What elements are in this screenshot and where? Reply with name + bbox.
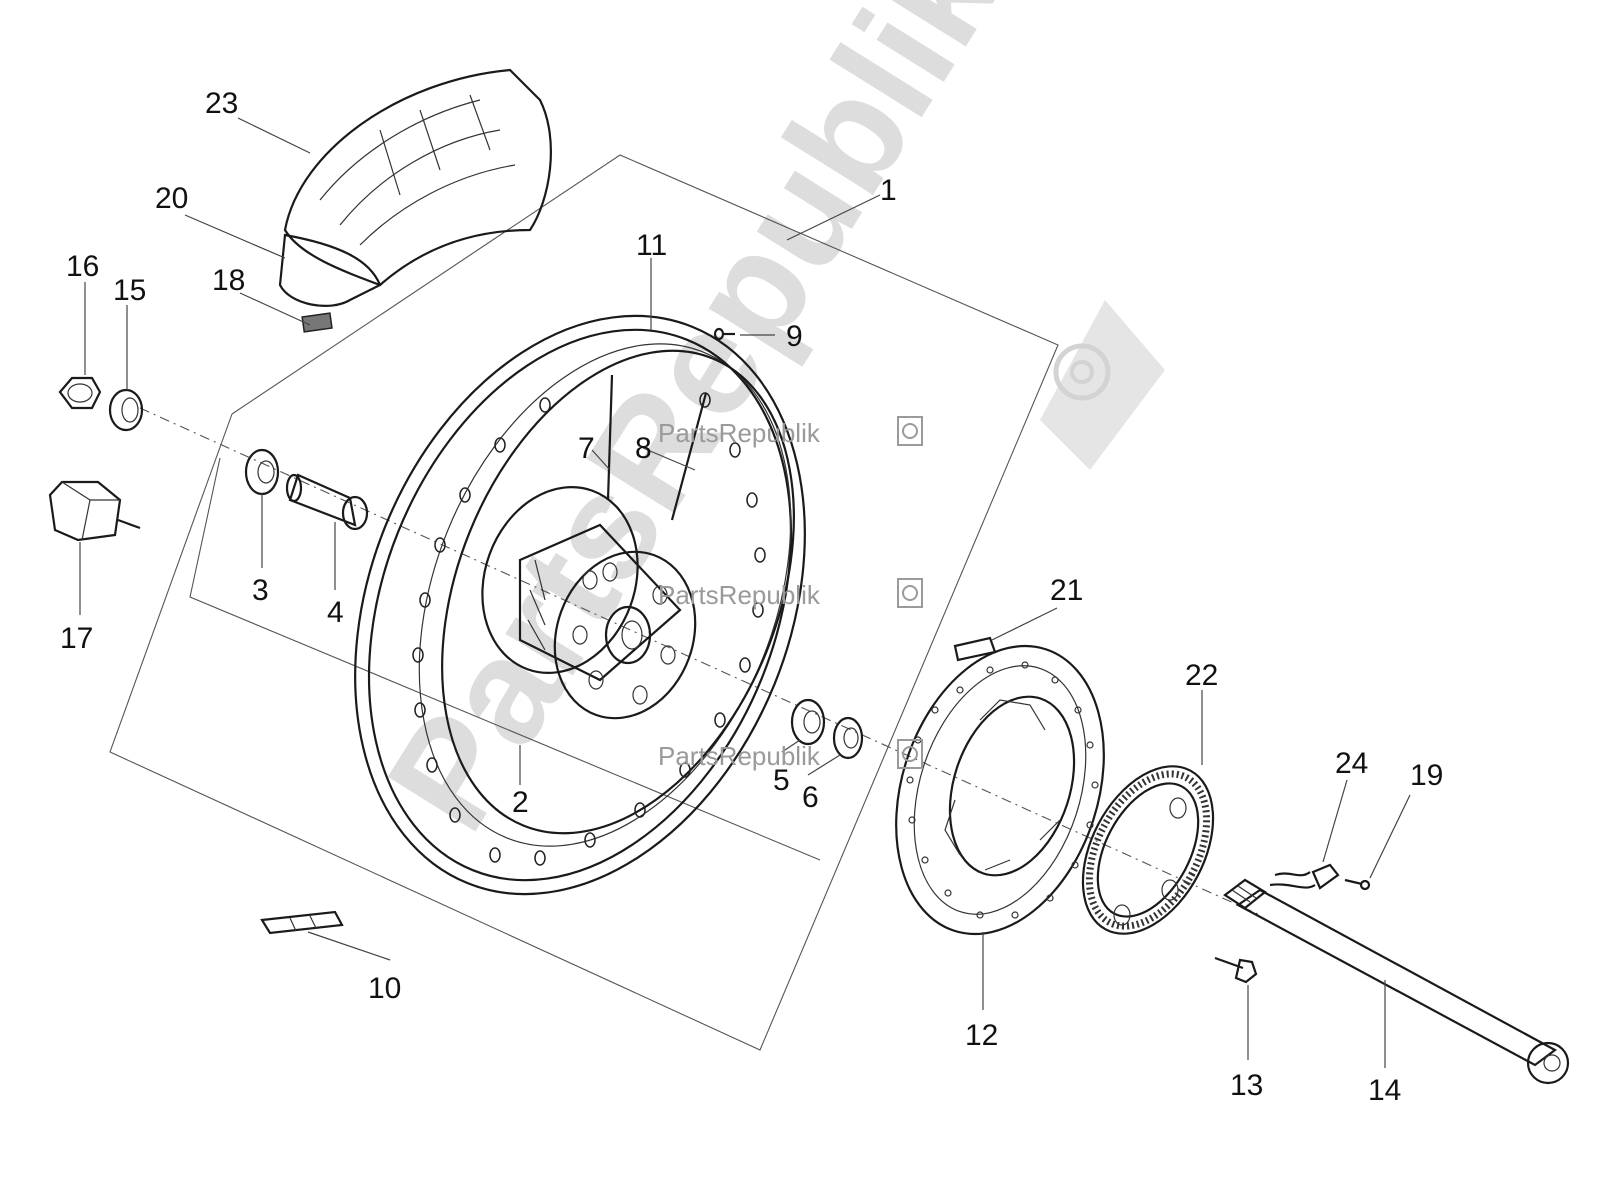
label-part-2: 2 — [512, 786, 529, 819]
disc-holes — [906, 661, 1099, 919]
watermark-small-1: PartsRepublik — [658, 416, 923, 448]
label-part-24: 24 — [1335, 747, 1368, 780]
wheel-hub — [481, 486, 697, 720]
sensor-screw — [1344, 878, 1371, 891]
label-part-23: 23 — [205, 87, 238, 120]
abs-sensor — [1269, 863, 1340, 890]
label-part-12: 12 — [965, 1019, 998, 1052]
watermark-gear-logo — [1040, 300, 1165, 470]
axle-nut — [58, 376, 102, 410]
watermark-brand-1: PartsRepublik — [658, 418, 821, 448]
watermark-small-2: PartsRepublik — [658, 578, 923, 610]
label-part-13: 13 — [1230, 1069, 1263, 1102]
spokes — [606, 374, 708, 521]
label-part-16: 16 — [66, 250, 99, 283]
axis-line — [139, 407, 1261, 916]
label-part-21: 21 — [1050, 574, 1083, 607]
rim-band — [301, 312, 333, 333]
label-part-18: 18 — [212, 264, 245, 297]
wheel-rim — [354, 314, 806, 896]
label-part-17: 17 — [60, 622, 93, 655]
label-part-11: 11 — [636, 229, 667, 262]
label-part-20: 20 — [155, 182, 188, 215]
label-part-7: 7 — [578, 432, 595, 465]
label-part-8: 8 — [635, 432, 652, 465]
spoke-nipple — [713, 327, 735, 341]
bearing-left — [244, 448, 280, 496]
label-part-14: 14 — [1368, 1074, 1401, 1107]
label-part-1: 1 — [880, 174, 897, 207]
abs-tone-wheel — [1081, 765, 1215, 935]
balance-weight — [260, 910, 344, 935]
label-part-22: 22 — [1185, 659, 1218, 692]
rim-holes — [412, 392, 766, 866]
watermark-small-3: PartsRepublik — [658, 739, 923, 771]
watermark-brand-2: PartsRepublik — [658, 580, 821, 610]
leader-lines — [79, 117, 1411, 1068]
assembly-frame — [109, 154, 1059, 1051]
label-part-9: 9 — [786, 320, 803, 353]
disc-screw — [1214, 956, 1258, 984]
tyre — [283, 68, 552, 287]
oil-seal — [832, 716, 864, 760]
bearing-right — [790, 698, 826, 746]
brake-disc — [895, 644, 1105, 936]
label-part-19: 19 — [1410, 759, 1443, 792]
label-part-6: 6 — [802, 781, 819, 814]
watermark-brand-3: PartsRepublik — [658, 741, 821, 771]
spacer-tube — [285, 473, 369, 531]
label-part-5: 5 — [773, 764, 790, 797]
inner-tube — [278, 233, 382, 307]
disc-clip — [953, 636, 997, 662]
brake-clamp — [48, 480, 141, 542]
label-part-4: 4 — [327, 596, 344, 629]
label-part-15: 15 — [113, 274, 146, 307]
spacer-washer — [108, 388, 144, 432]
label-part-10: 10 — [368, 972, 401, 1005]
label-part-3: 3 — [252, 574, 269, 607]
wheel-spindle — [1223, 878, 1570, 1085]
